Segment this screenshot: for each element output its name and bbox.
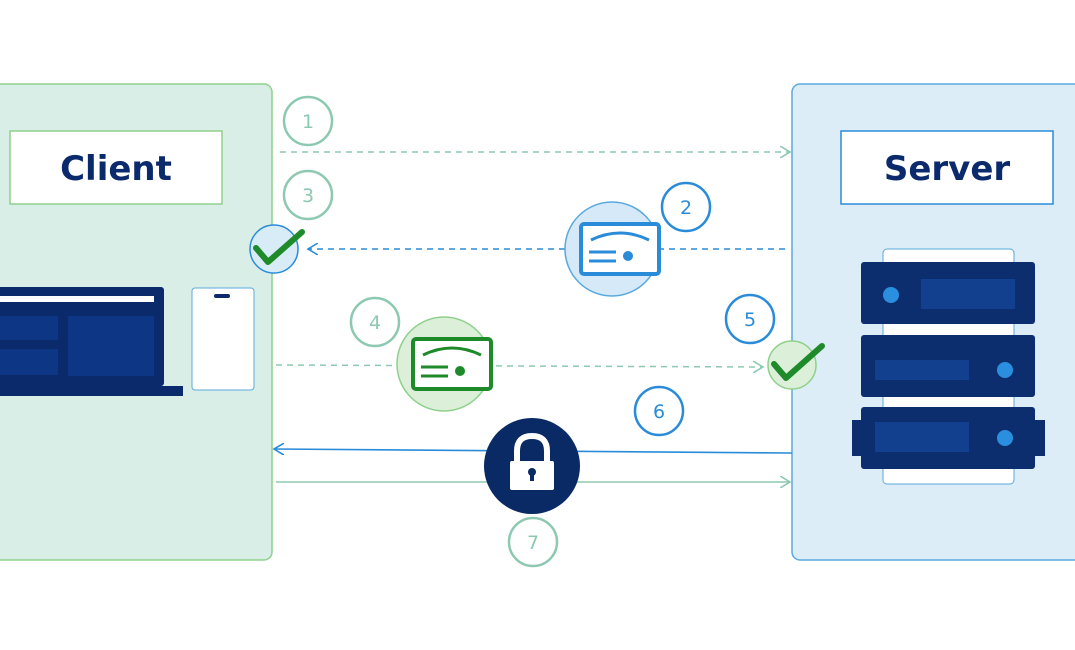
svg-text:6: 6 [653,401,665,423]
certificate-icon [564,201,661,297]
phone-icon [191,287,255,391]
client-panel: Client [0,83,273,561]
client-label: Client [60,149,172,189]
svg-text:1: 1 [302,111,314,133]
step-4-badge: 4 [349,296,401,348]
svg-text:4: 4 [369,312,381,334]
step-6-badge: 6 [633,385,685,437]
server-label-box [840,130,1054,205]
checkmark-icon [767,340,825,390]
server-unit [861,407,1035,469]
svg-text:7: 7 [527,532,539,554]
svg-text:5: 5 [744,309,756,331]
server-label: Server [884,149,1011,189]
lock-icon [484,418,580,514]
server-unit [861,262,1035,324]
svg-text:2: 2 [680,197,692,219]
checkmark-icon [249,224,305,274]
certificate-icon [396,316,493,412]
arrow-client-certificate [275,365,763,367]
step-1-badge: 1 [282,95,334,147]
step-2-badge: 2 [660,181,712,233]
server-rack-icon [852,248,1045,485]
laptop-icon [0,287,183,396]
step-3-badge: 3 [282,169,334,221]
client-label-box [9,130,223,205]
svg-text:3: 3 [302,185,314,207]
step-7-badge: 7 [507,516,559,568]
server-unit [861,335,1035,397]
server-panel: Server [791,83,1075,561]
step-5-badge: 5 [724,293,776,345]
